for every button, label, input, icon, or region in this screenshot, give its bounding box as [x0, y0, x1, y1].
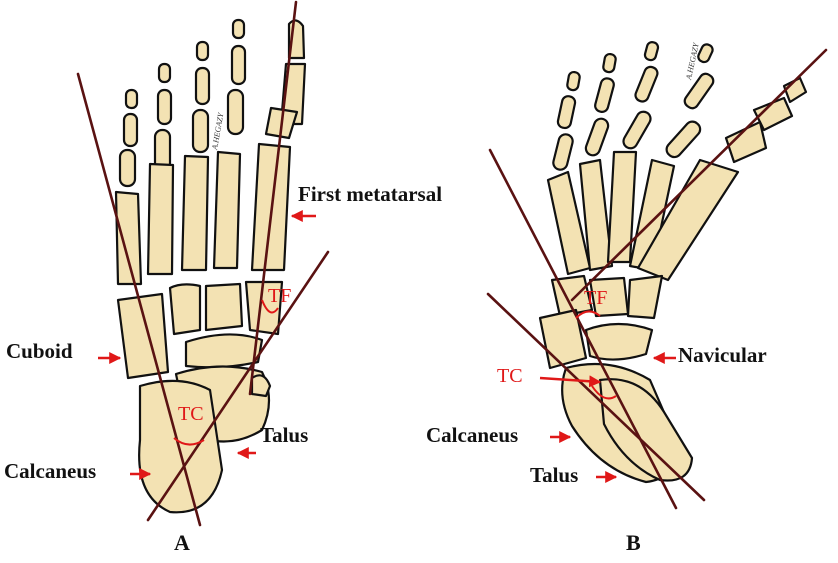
- cuboid-label: Cuboid: [6, 339, 73, 363]
- panel-b: A.HEGAZY TF TC Navicular Calcaneus Talus…: [426, 41, 828, 555]
- tf-angle-label-b: TF: [584, 287, 607, 309]
- tf-angle-arc-a: [261, 299, 279, 314]
- axis-line-a2: [76, 72, 202, 527]
- tarsals-a: [116, 280, 284, 514]
- axis-line-b2: [488, 148, 678, 510]
- talus-label-b: Talus: [530, 463, 578, 487]
- tc-angle-arc-a: [173, 437, 205, 446]
- metatarsals-a: [114, 142, 292, 286]
- calcaneus-label-b: Calcaneus: [426, 423, 518, 447]
- navicular-label: Navicular: [678, 343, 767, 367]
- axis-line-b1: [570, 48, 828, 302]
- first-metatarsal-label: First metatarsal: [298, 182, 442, 206]
- watermark-b: A.HEGAZY: [684, 41, 701, 82]
- panel-a: A.HEGAZY TF TC First metatarsal Cuboid C…: [4, 0, 442, 555]
- axis-line-a1: [248, 0, 298, 396]
- tc-angle-label-b: TC: [497, 365, 523, 387]
- axis-line-b3: [486, 292, 706, 502]
- talus-label-a: Talus: [260, 423, 308, 447]
- tc-angle-arc-b: [591, 385, 617, 400]
- metatarsals-b: [546, 150, 740, 282]
- calcaneus-label-a: Calcaneus: [4, 459, 96, 483]
- tf-angle-arc-b: [575, 310, 601, 319]
- panel-label-b: B: [626, 530, 641, 555]
- panel-label-a: A: [174, 530, 190, 555]
- tc-pointer-b: [539, 375, 602, 388]
- watermark-a: A.HEGAZY: [210, 111, 226, 152]
- axis-line-a3: [146, 250, 330, 522]
- tf-angle-label-a: TF: [268, 285, 291, 307]
- tc-angle-label-a: TC: [178, 403, 204, 425]
- phalanges-b: [552, 41, 808, 171]
